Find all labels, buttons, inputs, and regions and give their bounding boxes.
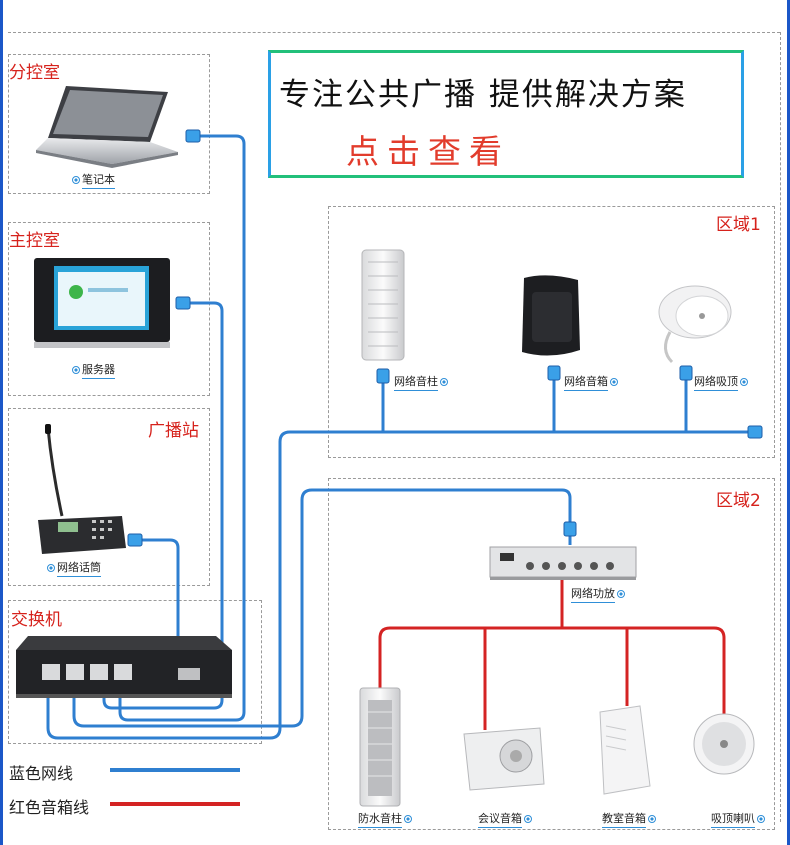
caption-net-ceiling[interactable]: 网络吸顶 — [694, 373, 748, 391]
left-frame-edge — [0, 0, 3, 845]
caption-meeting-box[interactable]: 会议音箱 — [478, 810, 532, 828]
radio-dot-icon — [404, 815, 412, 823]
legend-blue-label: 蓝色网线 — [9, 764, 74, 783]
main-room-label: 主控室 — [9, 231, 60, 251]
box-speaker-icon — [522, 275, 580, 356]
ceiling-horn-icon — [693, 713, 755, 775]
caption-server[interactable]: 服务器 — [72, 361, 115, 379]
ceiling-speaker-icon — [658, 285, 732, 364]
caption-laptop[interactable]: 笔记本 — [72, 171, 115, 189]
red-bus — [378, 626, 726, 718]
right-frame-edge — [787, 0, 790, 845]
mic-station-icon — [38, 424, 126, 554]
waterproof-column-icon — [359, 687, 401, 807]
radio-dot-icon — [72, 176, 80, 184]
radio-dot-icon — [740, 378, 748, 386]
zone1-label: 区域1 — [716, 215, 761, 235]
switch-icon — [16, 636, 232, 698]
server-icon — [34, 258, 170, 348]
view-details-link[interactable]: 点击查看 — [346, 132, 510, 171]
caption-ceiling-horn[interactable]: 吸顶喇叭 — [711, 810, 765, 828]
station-box — [8, 408, 210, 586]
legend-red-label: 红色音箱线 — [9, 798, 90, 817]
radio-dot-icon — [524, 815, 532, 823]
caption-net-column[interactable]: 网络音柱 — [394, 373, 448, 391]
cable-server — [102, 301, 224, 710]
switch-box — [8, 600, 262, 744]
top-dashed-guide — [8, 32, 780, 33]
classroom-speaker-icon — [599, 705, 651, 795]
column-speaker-icon — [361, 249, 405, 361]
right-dashed-guide — [780, 32, 781, 822]
banner-headline: 专注公共广播 提供解决方案 — [279, 77, 687, 113]
caption-waterproof-column[interactable]: 防水音柱 — [358, 810, 412, 828]
cable-zone1 — [46, 430, 755, 740]
blue-cables — [46, 134, 755, 740]
cable-laptop — [118, 134, 246, 722]
laptop-icon — [36, 86, 178, 168]
meeting-speaker-icon — [463, 727, 545, 791]
radio-dot-icon — [610, 378, 618, 386]
radio-dot-icon — [47, 564, 55, 572]
caption-mic-station[interactable]: 网络话筒 — [47, 559, 101, 577]
zone2-label: 区域2 — [716, 491, 761, 511]
main-room-box — [8, 222, 210, 396]
radio-dot-icon — [757, 815, 765, 823]
radio-dot-icon — [617, 590, 625, 598]
station-label: 广播站 — [148, 421, 199, 441]
zone2-box — [328, 478, 775, 830]
caption-net-box[interactable]: 网络音箱 — [564, 373, 618, 391]
radio-dot-icon — [648, 815, 656, 823]
cable-zone2 — [72, 488, 572, 728]
radio-dot-icon — [440, 378, 448, 386]
branch-room-label: 分控室 — [9, 63, 60, 83]
red-cables — [378, 578, 726, 730]
branch-room-box — [8, 54, 210, 194]
switch-label: 交换机 — [11, 610, 62, 630]
radio-dot-icon — [72, 366, 80, 374]
amplifier-icon — [489, 546, 637, 580]
cable-mic — [140, 538, 180, 636]
promo-banner[interactable]: 专注公共广播 提供解决方案 点击查看 — [268, 50, 744, 178]
rj45-plugs — [127, 129, 763, 547]
zone1-box — [328, 206, 775, 458]
caption-classroom-box[interactable]: 教室音箱 — [602, 810, 656, 828]
caption-net-amp[interactable]: 网络功放 — [571, 585, 625, 603]
